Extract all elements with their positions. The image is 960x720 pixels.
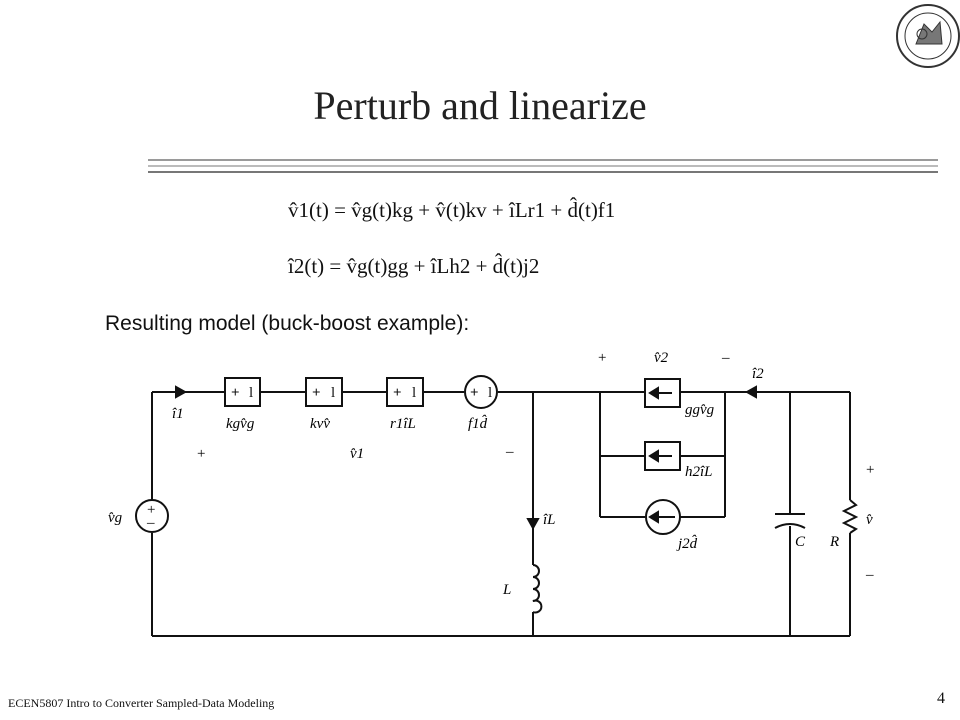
label-vg: v̂g (108, 510, 123, 526)
svg-text:l: l (249, 385, 253, 401)
equation-v1-text: v̂1(t) = v̂g(t)kg + v̂(t)kv + îLr1 + d̂(… (288, 198, 616, 222)
title-divider-3 (148, 171, 938, 173)
svg-text:+: + (231, 385, 240, 401)
dep-source-kg (224, 377, 261, 407)
voltage-source-vg (135, 499, 169, 533)
v1-plus: + (197, 446, 205, 462)
label-r1: r1îL (390, 416, 416, 432)
label-j2: j2d̂ (676, 535, 698, 552)
svg-text:+: + (393, 385, 402, 401)
subhead: Resulting model (buck-boost example): (105, 312, 470, 335)
svg-text:l: l (412, 385, 416, 401)
v-minus: – (865, 567, 874, 583)
label-kv: kvv̂ (310, 416, 330, 432)
label-v: v̂ (866, 512, 873, 528)
svg-text:l: l (488, 385, 492, 401)
label-f1: f1d̂ (468, 415, 488, 432)
svg-text:+: + (312, 385, 321, 401)
v1-minus: – (505, 444, 514, 460)
label-C: C (795, 534, 806, 550)
equation-i2: î2(t) = v̂g(t)gg + îLh2 + d̂(t)j2 (288, 254, 539, 279)
svg-text:l: l (331, 385, 335, 401)
v2-minus: – (721, 350, 730, 366)
label-L: L (502, 582, 511, 598)
dep-source-r1 (386, 377, 424, 407)
label-v1: v̂1 (350, 446, 364, 462)
slide-title: Perturb and linearize (313, 83, 647, 128)
label-h2: h2îL (685, 464, 713, 480)
v-plus: + (866, 462, 874, 478)
label-gg: ggv̂g (685, 402, 715, 418)
label-R: R (829, 534, 839, 550)
dep-source-f1 (464, 375, 498, 409)
vg-plus: + (147, 502, 155, 518)
label-kg: kgv̂g (226, 416, 255, 432)
label-i1: î1 (172, 406, 184, 422)
label-iL: îL (543, 512, 556, 528)
label-v2: v̂2 (654, 350, 669, 366)
v2-plus: + (598, 350, 606, 366)
title-divider-2 (148, 165, 938, 167)
equation-v1: v̂1(t) = v̂g(t)kg + v̂(t)kv + îLr1 + d̂(… (288, 198, 615, 223)
equation-i2-text: î2(t) = v̂g(t)gg + îLh2 + d̂(t)j2 (288, 254, 540, 278)
svg-text:+: + (470, 385, 479, 401)
label-i2: î2 (752, 366, 764, 382)
footer-course-title: ECEN5807 Intro to Converter Sampled-Data… (8, 696, 275, 710)
page-number: 4 (937, 690, 945, 707)
vg-minus: – (146, 515, 155, 531)
dep-source-kv (305, 377, 343, 407)
title-divider (148, 159, 938, 161)
